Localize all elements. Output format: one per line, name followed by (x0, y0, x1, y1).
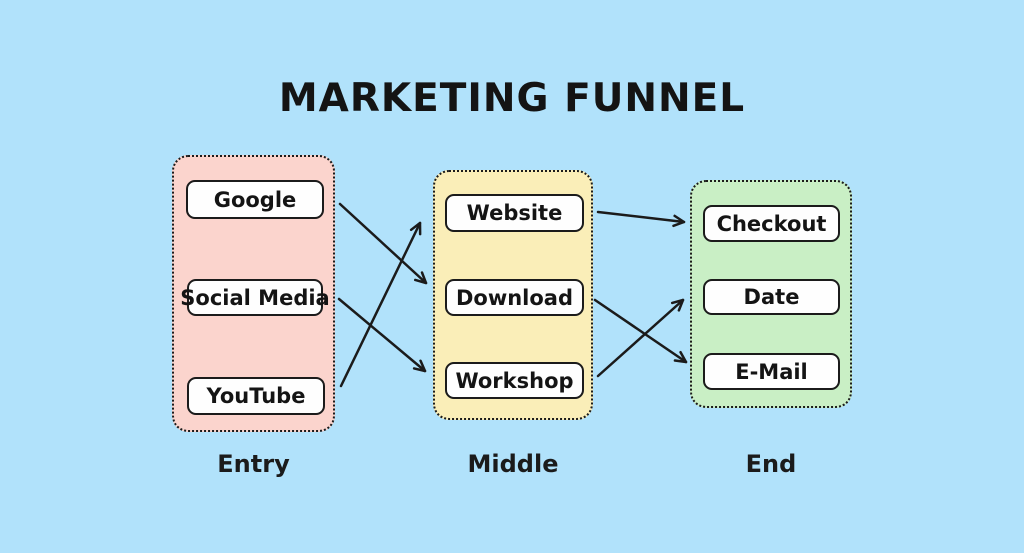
stage-label-entry: Entry (217, 450, 290, 478)
stage-container-end: Checkout Date E-Mail (690, 180, 852, 408)
diagram-title: MARKETING FUNNEL (278, 76, 746, 121)
node-email-label: E-Mail (735, 359, 808, 384)
stage-container-middle: Website Download Workshop (433, 170, 593, 420)
node-workshop-label: Workshop (455, 368, 574, 393)
arrow-website-to-checkout (596, 210, 686, 228)
node-date: Date (703, 279, 840, 315)
node-website: Website (445, 194, 584, 232)
stage-container-entry: Google Social Media YouTube (172, 155, 335, 432)
arrow-youtube-to-website (339, 221, 422, 388)
arrow-download-to-e-mail (593, 298, 688, 364)
node-google: Google (186, 180, 324, 219)
node-download-label: Download (455, 285, 574, 310)
arrow-social-media-to-workshop (337, 297, 427, 373)
node-workshop: Workshop (445, 362, 584, 399)
node-social-media: Social Media (180, 279, 330, 316)
node-youtube-label: YouTube (206, 384, 306, 408)
arrow-workshop-to-date (596, 298, 685, 378)
node-email: E-Mail (703, 353, 840, 390)
node-checkout-label: Checkout (716, 211, 827, 236)
node-social-media-label: Social Media (180, 285, 330, 310)
stage-label-middle: Middle (467, 450, 559, 478)
arrow-google-to-download (338, 202, 428, 285)
node-checkout: Checkout (703, 205, 840, 242)
node-youtube: YouTube (187, 377, 325, 415)
node-website-label: Website (466, 201, 563, 225)
node-date-label: Date (743, 285, 800, 309)
stage-label-end: End (745, 450, 797, 478)
node-google-label: Google (213, 187, 297, 212)
node-download: Download (445, 279, 584, 316)
